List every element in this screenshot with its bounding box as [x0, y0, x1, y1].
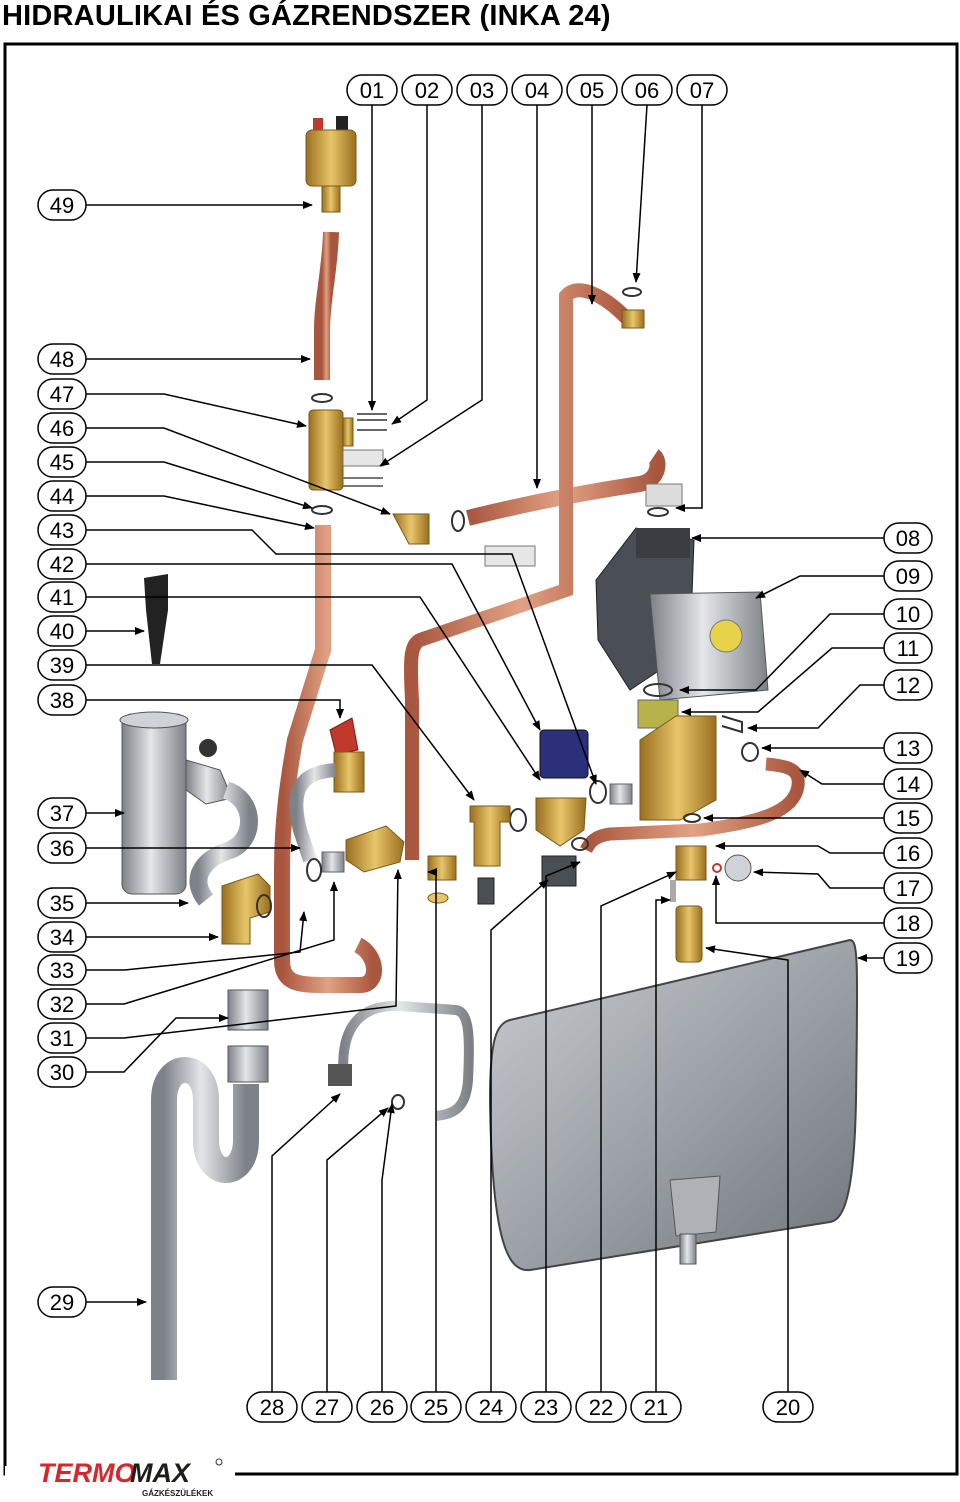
- logo-tagline: GÁZKÉSZÜLÉKEK: [142, 1489, 213, 1498]
- callout-01: 01: [360, 78, 384, 103]
- callout-26: 26: [370, 1395, 394, 1420]
- callout-41: 41: [50, 585, 74, 610]
- callout-43: 43: [50, 518, 74, 543]
- callout-17: 17: [896, 876, 920, 901]
- logo-brand-right: MAX: [130, 1458, 192, 1488]
- callout-37: 37: [50, 801, 74, 826]
- circulation-pump: [595, 483, 769, 701]
- callout-23: 23: [534, 1395, 558, 1420]
- callout-40: 40: [50, 619, 74, 644]
- callout-47: 47: [50, 382, 74, 407]
- pipe-main: [274, 525, 382, 993]
- callout-30: 30: [50, 1060, 74, 1085]
- callout-46: 46: [50, 416, 74, 441]
- callout-15: 15: [896, 806, 920, 831]
- callout-48: 48: [50, 347, 74, 372]
- siphon-tube: [151, 1057, 259, 1380]
- termomax-logo: TERMO MAX GÁZKÉSZÜLÉKEK: [38, 1458, 223, 1498]
- callout-32: 32: [50, 992, 74, 1017]
- page-title: HIDRAULIKAI ÉS GÁZRENDSZER (INKA 24): [2, 0, 611, 32]
- callout-27: 27: [315, 1395, 339, 1420]
- callout-44: 44: [50, 484, 74, 509]
- callout-06: 06: [635, 78, 659, 103]
- callout-39: 39: [50, 653, 74, 678]
- callout-20: 20: [776, 1395, 800, 1420]
- callout-16: 16: [896, 841, 920, 866]
- callout-03: 03: [470, 78, 494, 103]
- callout-14: 14: [896, 772, 920, 797]
- callout-08: 08: [896, 526, 920, 551]
- callout-13: 13: [896, 736, 920, 761]
- frame-border: [3, 42, 959, 1476]
- callout-35: 35: [50, 891, 74, 916]
- callout-34: 34: [50, 925, 74, 950]
- callout-18: 18: [896, 911, 920, 936]
- callout-29: 29: [50, 1290, 74, 1315]
- callout-49: 49: [50, 193, 74, 218]
- callout-36: 36: [50, 836, 74, 861]
- parts-illustration: [119, 116, 859, 1380]
- pipe-14: [580, 757, 805, 854]
- callout-28: 28: [260, 1395, 284, 1420]
- pipe-05: [403, 283, 636, 860]
- callout-05: 05: [580, 78, 604, 103]
- callout-04: 04: [525, 78, 549, 103]
- callout-24: 24: [479, 1395, 503, 1420]
- callout-45: 45: [50, 450, 74, 475]
- callout-38: 38: [50, 688, 74, 713]
- callout-25: 25: [424, 1395, 448, 1420]
- pipe-04: [466, 449, 666, 526]
- callout-07: 07: [690, 78, 714, 103]
- callout-21: 21: [644, 1395, 668, 1420]
- callout-10: 10: [896, 602, 920, 627]
- callout-09: 09: [896, 564, 920, 589]
- callout-02: 02: [415, 78, 439, 103]
- callout-33: 33: [50, 958, 74, 983]
- filter-housing: [119, 711, 258, 906]
- leader-lines: [86, 104, 884, 1392]
- callout-22: 22: [589, 1395, 613, 1420]
- callout-31: 31: [50, 1026, 74, 1051]
- logo-gap: [5, 1466, 235, 1502]
- callout-11: 11: [897, 636, 920, 661]
- expansion-vessel: [488, 938, 859, 1272]
- logo-brand-left: TERMO: [38, 1458, 136, 1488]
- pipe-48: [314, 231, 339, 380]
- air-vent-valve: [305, 116, 357, 213]
- callout-19: 19: [896, 946, 920, 971]
- callout-12: 12: [896, 673, 920, 698]
- callout-42: 42: [50, 552, 74, 577]
